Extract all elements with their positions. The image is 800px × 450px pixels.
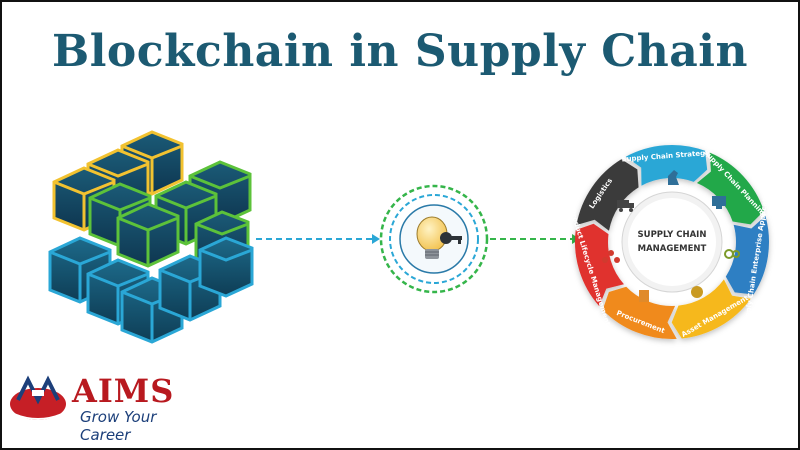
logo-name: AIMS: [72, 372, 175, 410]
aims-logo: AIMS Grow Your Career: [6, 370, 206, 444]
gears-icon: [724, 249, 740, 259]
wheel-segment: [575, 223, 624, 307]
monitor-icon: [712, 196, 726, 209]
wheel-segment: [625, 145, 708, 186]
wheel-segment: [725, 215, 769, 295]
chess-knight-icon: [668, 170, 679, 185]
hub-label-line2: MANAGEMENT: [637, 244, 707, 254]
money-bag-icon: [691, 286, 703, 298]
aims-emblem-icon: [10, 375, 66, 420]
checklist-icon: [639, 290, 649, 302]
arrow-key-to-scm: [490, 234, 580, 244]
hub-label-line1: SUPPLY CHAIN: [637, 230, 707, 240]
hub-label: SUPPLY CHAIN MANAGEMENT: [622, 228, 722, 256]
logo-tagline: Grow Your Career: [80, 408, 157, 444]
network-icon: [602, 250, 620, 263]
supply-chain-wheel: [575, 145, 769, 339]
wheel-segment: [696, 152, 764, 225]
wheel-hub-inner: [628, 198, 716, 286]
arrow-cubes-to-key: [256, 234, 380, 244]
smart-contract-key-icon: [379, 184, 489, 294]
blockchain-cubes-icon: [48, 130, 254, 344]
truck-icon: [617, 200, 634, 212]
wheel-segment: [602, 286, 677, 339]
wheel-segment: [576, 159, 639, 231]
wheel-segment: [671, 279, 751, 339]
slide-title: Blockchain in Supply Chain: [52, 26, 748, 77]
wheel-icons: [602, 170, 740, 302]
